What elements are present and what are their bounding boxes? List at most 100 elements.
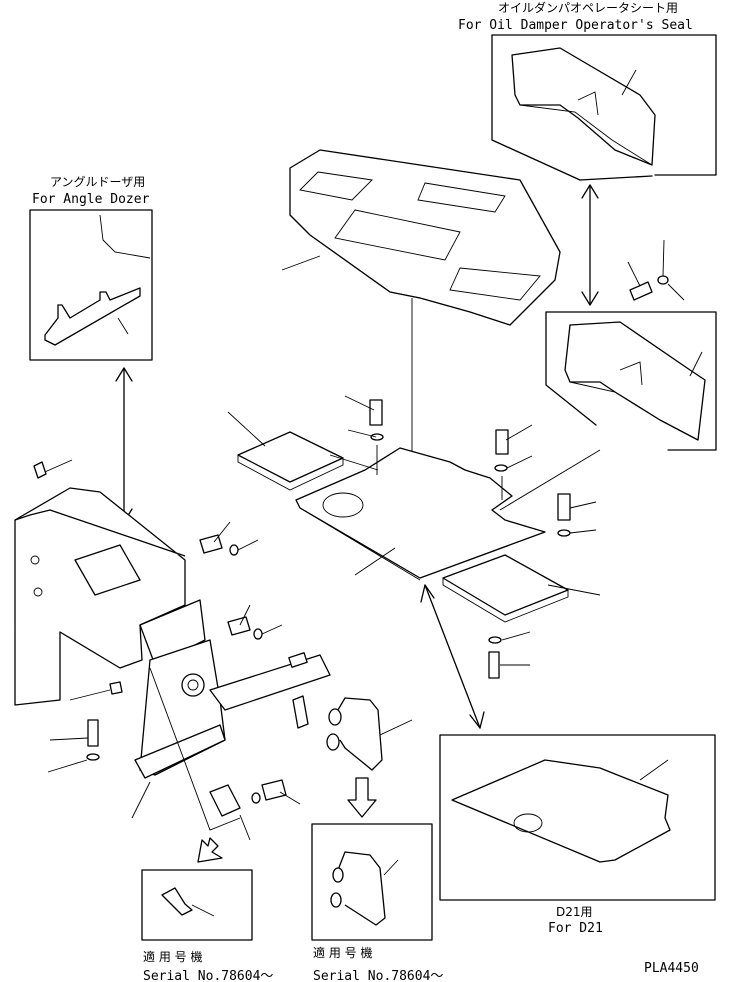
washer-leader <box>47 759 88 773</box>
clip-guide <box>149 667 241 831</box>
bolt-icon <box>199 534 223 554</box>
bolt-icon <box>488 651 500 679</box>
washer-leader <box>501 631 531 641</box>
grab-handle-end <box>326 733 340 751</box>
main-frame-hole <box>30 555 40 565</box>
bolt-icon <box>87 719 99 747</box>
arrow-guide <box>667 283 685 301</box>
angle-dozer-title-jp: アングルドーザ用 <box>50 175 145 189</box>
washer-leader <box>569 529 597 534</box>
d21-floor-plate-hole <box>513 813 543 833</box>
oil-damper-detail-frame-left <box>545 311 597 426</box>
right-cover-plate-edge <box>442 578 569 623</box>
angle-dozer-title-en: For Angle Dozer <box>32 192 150 207</box>
main-frame-boss <box>181 673 205 697</box>
serial-box-2-handle-end <box>332 867 344 883</box>
left-cover-plate-body <box>237 431 344 483</box>
washer-leader <box>662 239 665 277</box>
clip-bracket <box>209 784 241 817</box>
oil-damper-seat-cover-edge <box>519 104 653 166</box>
main-frame-opening <box>74 544 141 596</box>
frame-bolts <box>47 521 283 819</box>
serial-box-2-handle-end <box>330 892 342 908</box>
grab-handle <box>292 695 413 771</box>
d21-inset-frame <box>439 734 716 901</box>
floor-plate-hole <box>322 492 364 518</box>
angle-dozer-inset <box>29 209 153 361</box>
oil-damper-detail-cover <box>564 321 706 441</box>
serial-box-2-frame <box>311 823 433 941</box>
lower-clip <box>149 667 301 841</box>
bolt-icon <box>261 779 287 801</box>
d21-title-en: For D21 <box>548 921 603 936</box>
left-cover-guide <box>329 454 379 471</box>
washer-icon <box>488 636 502 644</box>
floor-mat-grooves <box>299 171 541 301</box>
nut-leader <box>69 689 111 701</box>
arrow-head-up-icon <box>115 367 133 382</box>
nut-icon <box>109 681 123 695</box>
main-frame-top <box>14 509 186 557</box>
clip-leader <box>239 814 251 841</box>
bolt-icon <box>227 616 251 636</box>
main-frame-rail <box>209 654 331 711</box>
right-cover-plate <box>442 554 601 679</box>
arrow-down-icon <box>347 777 377 818</box>
bolt-leader <box>279 791 301 805</box>
serial-box-2-leader <box>383 859 399 876</box>
angle-dozer-bracket <box>44 287 141 346</box>
bolt-leader <box>49 737 89 741</box>
bolt-leader <box>239 604 251 626</box>
oil-damper-title-en: For Oil Damper Operator's Seal <box>458 18 693 33</box>
serial-box-1-clip <box>161 887 193 916</box>
main-frame-hole <box>33 587 43 597</box>
arrow-head-down-icon <box>581 291 599 306</box>
main-frame-foot <box>134 724 226 779</box>
left-cover-leader <box>227 411 266 447</box>
washer-leader <box>347 429 377 438</box>
angle-dozer-outline <box>99 214 151 259</box>
oil-damper-leader <box>621 69 637 96</box>
oil-damper-inset <box>491 34 717 181</box>
washer-icon <box>251 792 261 804</box>
oil-damper-detail-edge <box>569 381 699 441</box>
serial-label-1-jp: 適 用 号 機 <box>143 949 202 964</box>
angle-dozer-leader <box>117 317 129 335</box>
oil-damper-seat-cover <box>511 47 656 166</box>
serial-box-1-leader <box>191 904 215 917</box>
floor-mat-leader <box>281 255 321 271</box>
guide-line <box>499 449 601 511</box>
oil-damper-title-jp: オイルダンパオペレータシート用 <box>498 0 678 15</box>
main-frame-bracket <box>139 599 206 666</box>
angle-dozer-inset-frame <box>29 209 153 361</box>
arrow-to-serial-2 <box>347 777 377 818</box>
bolt-leader <box>213 521 231 543</box>
oil-damper-detail <box>545 239 717 451</box>
bolt-leader <box>505 424 533 441</box>
grab-handle-end <box>328 708 342 726</box>
drawing-number: PLA4450 <box>644 961 699 976</box>
serial-label-1-en: Serial No.78604～ <box>143 969 273 982</box>
floor-plate <box>295 447 546 581</box>
floor-plate-body <box>295 447 546 579</box>
nut-icon <box>33 461 47 479</box>
bolt-leader <box>569 501 597 509</box>
oil-damper-inset-frame-top <box>491 34 717 176</box>
floor-plate-leader <box>354 547 396 576</box>
serial-box-2-handle <box>337 851 386 926</box>
main-frame-boss-inner <box>187 679 199 691</box>
d21-leader <box>639 759 669 781</box>
right-cover-leader <box>547 584 601 596</box>
floor-mat-thickness <box>289 214 511 326</box>
rail-clip <box>288 652 308 668</box>
serial-box-2 <box>311 823 433 941</box>
plate-bolts <box>344 395 601 537</box>
double-arrow-angle-dozer <box>115 367 133 523</box>
d21-floor-plate <box>451 759 671 863</box>
d21-inset <box>439 734 716 901</box>
washer-icon <box>557 529 571 537</box>
d21-title-jp: D21用 <box>556 905 593 919</box>
washer-leader <box>237 539 259 551</box>
